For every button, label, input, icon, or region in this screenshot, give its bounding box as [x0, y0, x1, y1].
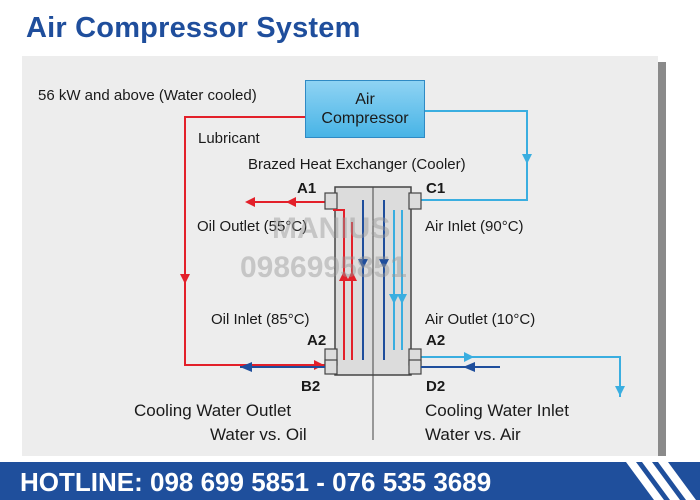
hotline-bar: HOTLINE: 098 699 5851 - 076 535 3689	[0, 462, 700, 500]
oil-arrow-left	[245, 197, 255, 207]
water-out-arrow	[240, 362, 252, 372]
heat-exchanger	[324, 186, 422, 440]
watermark-name: MANIUS	[272, 212, 391, 245]
oil-inlet-label: Oil Inlet (85°C)	[211, 311, 310, 328]
hotline-text: HOTLINE: 098 699 5851 - 076 535 3689	[20, 467, 492, 497]
port-a2-right-label: A2	[426, 332, 446, 349]
capacity-note: 56 kW and above (Water cooled)	[38, 87, 257, 104]
air-inlet-label: Air Inlet (90°C)	[425, 218, 524, 235]
air-compressor-box: Air Compressor	[305, 80, 425, 138]
oil-line	[180, 116, 333, 370]
panel-shadow	[658, 62, 666, 456]
port-d2-label: D2	[426, 378, 446, 395]
cooling-water-outlet-label: Cooling Water Outlet	[134, 401, 292, 420]
port-b2-label: B2	[301, 378, 321, 395]
port-a2-left-label: A2	[307, 332, 327, 349]
compressor-label-line2: Compressor	[321, 110, 409, 127]
oil-outlet-label: Oil Outlet (55°C)	[197, 218, 308, 235]
air-line	[412, 110, 625, 397]
watermark-phone: 0986995851	[240, 251, 407, 284]
water-in-arrow	[463, 362, 475, 372]
chevron-decoration-icon	[626, 462, 696, 500]
compressor-label-line1: Air	[355, 90, 375, 108]
water-internal	[358, 200, 389, 360]
lubricant-label: Lubricant	[198, 130, 260, 147]
water-vs-air-label: Water vs. Air	[425, 425, 521, 444]
heat-exchanger-label: Brazed Heat Exchanger (Cooler)	[248, 156, 466, 173]
oil-internal	[333, 209, 357, 360]
air-outlet-label: Air Outlet (10°C)	[425, 311, 536, 328]
cooling-water-inlet-label: Cooling Water Inlet	[425, 401, 569, 420]
page-title: Air Compressor System	[26, 12, 361, 44]
air-internal	[389, 210, 407, 350]
port-c1-label: C1	[426, 180, 446, 197]
port-a1-label: A1	[297, 180, 317, 197]
water-vs-oil-label: Water vs. Oil	[210, 425, 307, 444]
